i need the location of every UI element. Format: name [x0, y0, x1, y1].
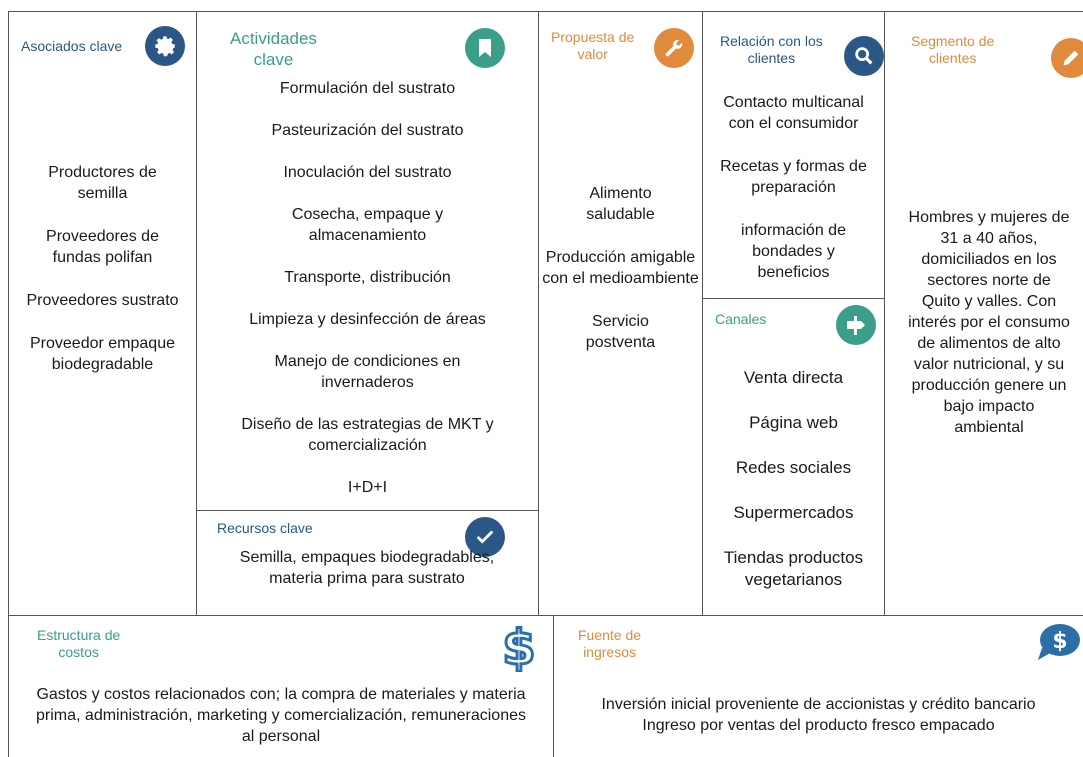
propuesta-items: Alimento saludable Producción amigable c… — [539, 183, 702, 353]
list-item: Productores de semilla — [48, 164, 157, 202]
search-icon — [844, 36, 884, 76]
block-relacion-clientes: Relación con los clientes Contacto multi… — [703, 12, 884, 298]
segmento-items: Hombres y mujeres de 31 a 40 años, domic… — [907, 207, 1071, 438]
segmento-title: Segmento de clientes — [911, 33, 995, 66]
list-item: Alimento saludable — [586, 185, 655, 223]
list-item: Hombres y mujeres de 31 a 40 años, domic… — [908, 209, 1070, 436]
divider-2 — [538, 11, 539, 615]
block-canales: Canales Venta directa Página web Redes s… — [703, 299, 884, 615]
dollar-icon: $ — [497, 622, 541, 672]
asociados-title: Asociados clave — [21, 38, 123, 54]
divider-4 — [884, 11, 885, 615]
list-item: Semilla, empaques biodegradables, materi… — [239, 549, 495, 587]
costos-title: Estructura de costos — [37, 627, 121, 660]
pencil-icon — [1051, 38, 1083, 78]
list-item: Supermercados — [733, 503, 854, 522]
propuesta-title: Propuesta de valor — [551, 29, 635, 62]
divider-1 — [196, 11, 197, 615]
list-item: Inoculación del sustrato — [283, 164, 452, 181]
svg-text:$: $ — [1052, 629, 1067, 654]
block-recursos-clave: Recursos clave Semilla, empaques biodegr… — [197, 511, 538, 615]
recursos-title: Recursos clave — [217, 520, 313, 536]
divider-bottom-mid — [553, 615, 554, 757]
wrench-icon — [654, 28, 694, 68]
block-asociados-clave: Asociados clave Productores de semilla P… — [9, 12, 196, 615]
list-item: Transporte, distribución — [284, 269, 451, 286]
list-item: Recetas y formas de preparación — [720, 158, 867, 196]
list-item: información de bondades y beneficios — [741, 222, 846, 281]
divider-bottom — [8, 615, 1083, 616]
block-estructura-costos: Estructura de costos $ Gastos y costos r… — [9, 616, 553, 757]
actividades-title: Actividades clave — [230, 29, 317, 69]
relacion-items: Contacto multicanal con el consumidor Re… — [703, 92, 884, 283]
relacion-title: Relación con los clientes — [720, 33, 823, 66]
list-item: Redes sociales — [735, 458, 852, 477]
list-item: Formulación del sustrato — [279, 80, 456, 97]
gear-icon — [145, 26, 185, 66]
divider-canales — [702, 298, 884, 299]
ingresos-items: Inversión inicial proveniente de accioni… — [554, 694, 1083, 736]
divider-3 — [702, 11, 703, 615]
list-item: Inversión inicial proveniente de accioni… — [601, 696, 1036, 713]
bookmark-icon — [465, 28, 505, 68]
actividades-items: Formulación del sustrato Pasteurización … — [197, 78, 538, 498]
asociados-items: Productores de semilla Proveedores de fu… — [9, 162, 196, 375]
canales-items: Venta directa Página web Redes sociales … — [703, 367, 884, 591]
list-item: Producción amigable con el medioambiente — [542, 249, 699, 287]
costos-items: Gastos y costos relacionados con; la com… — [29, 684, 533, 747]
block-propuesta-valor: Propuesta de valor Alimento saludable Pr… — [539, 12, 702, 615]
list-item: Venta directa — [743, 368, 844, 387]
check-icon — [465, 517, 505, 557]
list-item: Limpieza y desinfección de áreas — [249, 311, 486, 328]
list-item: Gastos y costos relacionados con; la com… — [36, 686, 526, 745]
list-item: Servicio postventa — [585, 313, 656, 351]
list-item: Página web — [749, 413, 838, 432]
list-item: Proveedores sustrato — [26, 292, 179, 309]
recursos-items: Semilla, empaques biodegradables, materi… — [237, 547, 497, 589]
ingresos-title: Fuente de ingresos — [578, 627, 642, 660]
block-fuente-ingresos: Fuente de ingresos $ Inversión inicial p… — [554, 616, 1083, 757]
list-item: Proveedor empaque biodegradable — [30, 335, 175, 373]
list-item: Cosecha, empaque y almacenamiento — [291, 206, 444, 244]
list-item: Diseño de las estrategias de MKT y comer… — [241, 416, 494, 454]
list-item: Pasteurización del sustrato — [271, 122, 464, 139]
list-item: Ingreso por ventas del producto fresco e… — [642, 717, 995, 734]
list-item: Proveedores de fundas polifan — [46, 228, 159, 266]
block-actividades-clave: Actividades clave Formulación del sustra… — [197, 12, 538, 510]
border-left — [8, 11, 9, 757]
block-segmento-clientes: Segmento de clientes Hombres y mujeres d… — [885, 12, 1083, 615]
list-item: Contacto multicanal con el consumidor — [723, 94, 864, 132]
canales-title: Canales — [715, 311, 767, 327]
divider-recursos — [196, 510, 538, 511]
list-item: Manejo de condiciones en invernaderos — [274, 353, 461, 391]
list-item: Tiendas productos vegetarianos — [723, 548, 864, 589]
border-top — [8, 11, 1083, 12]
list-item: I+D+I — [347, 479, 388, 496]
svg-text:$: $ — [502, 622, 535, 672]
dollar-speech-icon: $ — [1036, 622, 1082, 662]
signpost-icon — [836, 305, 876, 345]
